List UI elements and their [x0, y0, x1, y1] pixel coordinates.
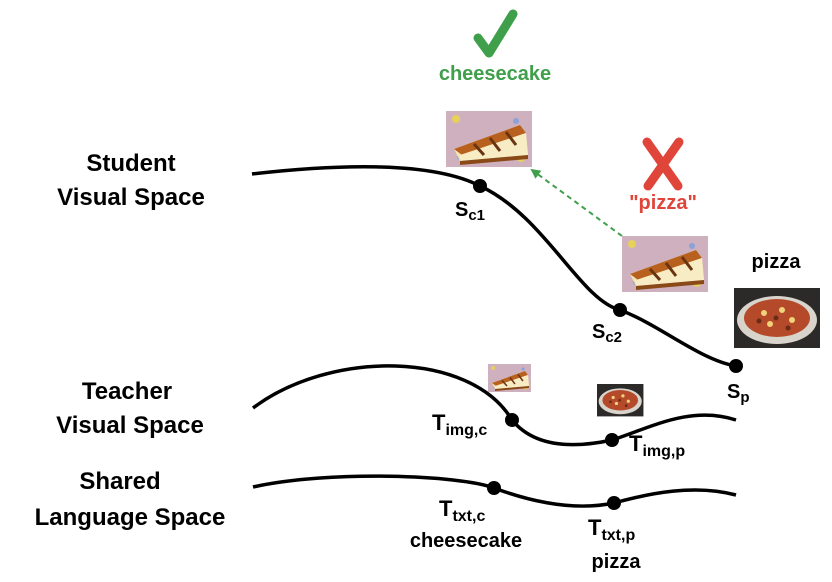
pizza-image-teacher	[597, 384, 644, 417]
student-space-label-line2: Visual Space	[57, 184, 205, 211]
teacher-space-curve	[251, 364, 737, 447]
label-sc1: Sc1	[455, 199, 485, 224]
pizza-image-sp	[734, 288, 820, 348]
label-timg-p: Timg,p	[629, 431, 685, 460]
teacher-space-label-line2: Visual Space	[56, 412, 204, 439]
label-ttxt-c: Ttxt,c	[439, 496, 485, 525]
point-sc2	[613, 303, 627, 317]
student-space-label-line1: Student	[86, 150, 175, 177]
shared-space-label-line1: Shared	[79, 468, 160, 495]
cheesecake-image-top	[444, 109, 534, 169]
teacher-space-label-line1: Teacher	[82, 378, 172, 405]
shared-space-curve	[252, 474, 737, 508]
point-timg-c	[505, 413, 519, 427]
point-timg-p	[605, 433, 619, 447]
wrong-pizza-label: "pizza"	[629, 192, 697, 214]
cross-icon	[642, 137, 684, 191]
word-ttxt-c: cheesecake	[410, 530, 522, 552]
cheesecake-top-label: cheesecake	[439, 63, 551, 85]
cheesecake-image-sc2	[620, 234, 710, 294]
student-space-curve	[251, 164, 737, 368]
dashed-arrow	[530, 168, 623, 237]
label-sc2: Sc2	[592, 321, 622, 346]
word-ttxt-p: pizza	[592, 551, 642, 573]
label-ttxt-p: Ttxt,p	[588, 515, 635, 544]
cheesecake-image-teacher	[487, 363, 532, 393]
point-ttxt-c	[487, 481, 501, 495]
check-icon	[473, 9, 518, 58]
label-timg-c: Timg,c	[432, 410, 487, 439]
label-sp: Sp	[727, 381, 750, 406]
pizza-top-label: pizza	[752, 251, 802, 273]
point-sp	[729, 359, 743, 373]
shared-space-label-line2: Language Space	[35, 504, 226, 531]
point-ttxt-p	[607, 496, 621, 510]
point-sc1	[473, 179, 487, 193]
